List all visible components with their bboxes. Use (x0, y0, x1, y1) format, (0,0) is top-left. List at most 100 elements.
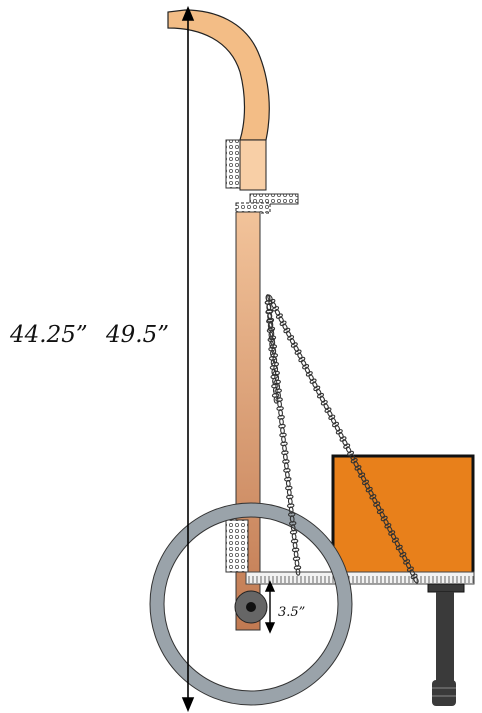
chain-link (290, 524, 296, 532)
chain-link (290, 538, 299, 544)
chain-link (372, 496, 378, 505)
chain-link (338, 431, 344, 439)
chain-link (331, 421, 340, 428)
chain-upper-segment (264, 294, 280, 404)
chain-link (275, 313, 283, 319)
chain-link (294, 349, 302, 355)
chain-link (413, 576, 419, 584)
chain-link (297, 352, 303, 360)
support-post-foot (432, 680, 456, 706)
chain-left (264, 294, 302, 576)
chain-link (346, 450, 355, 457)
chain-link (315, 388, 322, 396)
chain-link (293, 345, 299, 353)
chain-right (267, 294, 419, 584)
chain-link (278, 423, 286, 429)
chain-link (358, 472, 366, 478)
chain-link (284, 476, 292, 482)
chain-link (398, 547, 404, 555)
chain-link (279, 432, 287, 438)
chain-link (288, 521, 297, 526)
wheel-tire-outline-inner (163, 516, 339, 692)
chain-link (368, 489, 374, 497)
chain-link (399, 551, 407, 558)
chain-link (369, 494, 377, 500)
chain-link (287, 497, 293, 506)
chain-link (277, 400, 282, 408)
chain-link (405, 561, 412, 570)
chain-link (376, 508, 384, 515)
chain-link (275, 382, 281, 391)
chain-link (291, 547, 300, 553)
chain-link (286, 488, 292, 497)
cargo-box (331, 454, 475, 582)
chain-link (324, 407, 332, 413)
chain-link (282, 459, 290, 464)
chain-link (294, 559, 300, 567)
chain-link (273, 379, 281, 385)
support-post (427, 583, 465, 593)
chain-link (277, 414, 285, 420)
chain-link (375, 504, 382, 512)
wheel-tire-outline-outer (149, 502, 353, 706)
chain-link (281, 435, 286, 444)
axle-center (246, 602, 256, 612)
chain-link (328, 414, 336, 421)
chain-link (273, 396, 279, 404)
chain-link (410, 573, 418, 580)
chain-link (319, 395, 326, 403)
height-dimension (181, 5, 195, 713)
side-bracket (249, 193, 299, 205)
chain-link (283, 327, 291, 334)
chain-link (278, 409, 283, 417)
chain-link (293, 565, 302, 570)
chain-link (274, 308, 281, 317)
chain-link (361, 479, 370, 486)
chain-link (286, 503, 295, 509)
chain-link (394, 540, 401, 548)
chain-link (272, 306, 280, 312)
chain-link (283, 468, 291, 473)
chain-link (334, 424, 341, 432)
chain-link (293, 550, 299, 559)
chain-link (290, 342, 298, 348)
chain-link (268, 298, 276, 305)
chain-link (380, 515, 388, 522)
chain-link (285, 330, 292, 338)
chain-link (285, 479, 291, 488)
chain-link (409, 569, 416, 577)
chain-link (353, 460, 359, 468)
chain-link (278, 316, 284, 324)
chain-link (387, 525, 393, 533)
chain-link (309, 378, 317, 384)
chain-link (349, 453, 356, 461)
chain-link (268, 320, 274, 329)
chain-link (276, 391, 281, 399)
chain-link (350, 457, 358, 464)
chain-link (298, 356, 306, 363)
chain-link (308, 373, 314, 382)
chain-link (313, 385, 321, 392)
chain-link (373, 501, 381, 507)
chain-link (285, 471, 290, 479)
chain-link (330, 417, 337, 425)
height-label-tall: 49.5” (105, 322, 169, 348)
chain-link (343, 443, 351, 449)
axle-offset-label: 3.5” (278, 605, 305, 620)
chain-link (384, 523, 392, 529)
chain-link (327, 410, 333, 418)
chain-link (289, 337, 296, 345)
chain-link (345, 446, 352, 454)
chain-link (335, 429, 343, 435)
chain-link (274, 388, 282, 394)
chain-link (276, 406, 284, 411)
chain-link (289, 515, 295, 523)
chain-link (295, 568, 301, 576)
chain-link (281, 450, 289, 456)
chain-link (300, 359, 307, 367)
chain-link (287, 335, 295, 341)
chain-link (383, 518, 389, 526)
chain-link (270, 301, 277, 309)
chain-link (279, 320, 287, 327)
